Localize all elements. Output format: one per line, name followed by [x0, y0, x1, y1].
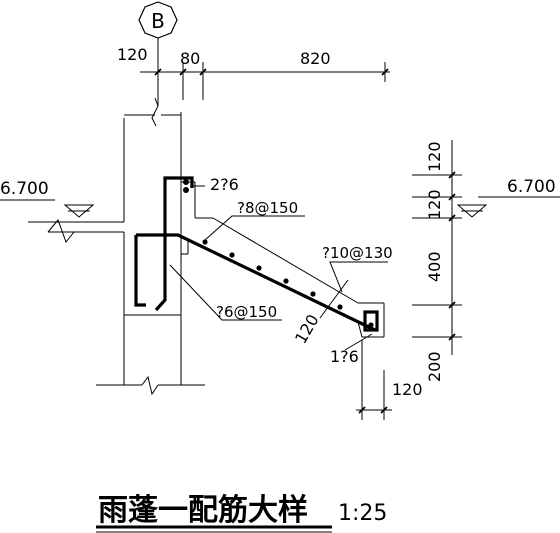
rebar [134, 176, 379, 332]
right-elevation-mark [456, 196, 560, 218]
label-main-bars: ?10@130 [322, 244, 393, 262]
drawing-scale: 1:25 [338, 501, 387, 526]
wall-outline [28, 97, 205, 396]
right-dimension [412, 140, 462, 355]
top-dimension [140, 62, 390, 100]
right-elevation-value: 6.700 [507, 177, 556, 197]
drawing-title: 雨蓬一配筋大样 [98, 493, 308, 528]
dim-right-120-top: 120 [425, 141, 444, 172]
distribution-bars [183, 179, 374, 328]
label-stirrups: ?6@150 [216, 303, 277, 321]
bottom-dimension [356, 340, 392, 420]
axis-label: B [151, 9, 165, 33]
dim-top-small: 80 [180, 49, 200, 68]
dim-right-200: 200 [425, 351, 444, 382]
dim-left-offset: 120 [117, 45, 148, 64]
dim-slab-thickness: 120 [291, 311, 323, 347]
dim-bottom-120: 120 [392, 380, 423, 399]
label-tip-bar: 1?6 [330, 347, 359, 366]
label-top-bars: 2?6 [210, 175, 239, 194]
axis-bubble: B [138, 1, 178, 39]
left-elevation-mark [0, 199, 95, 218]
dim-top-main: 820 [300, 49, 331, 68]
left-elevation-value: 6.700 [0, 179, 49, 199]
leader-lines [169, 185, 388, 351]
dim-right-400: 400 [425, 251, 444, 282]
dim-right-120-mid: 120 [425, 189, 444, 220]
label-slab-distribution: ?8@150 [237, 199, 298, 217]
slab-thickness-dim-line [319, 279, 349, 319]
